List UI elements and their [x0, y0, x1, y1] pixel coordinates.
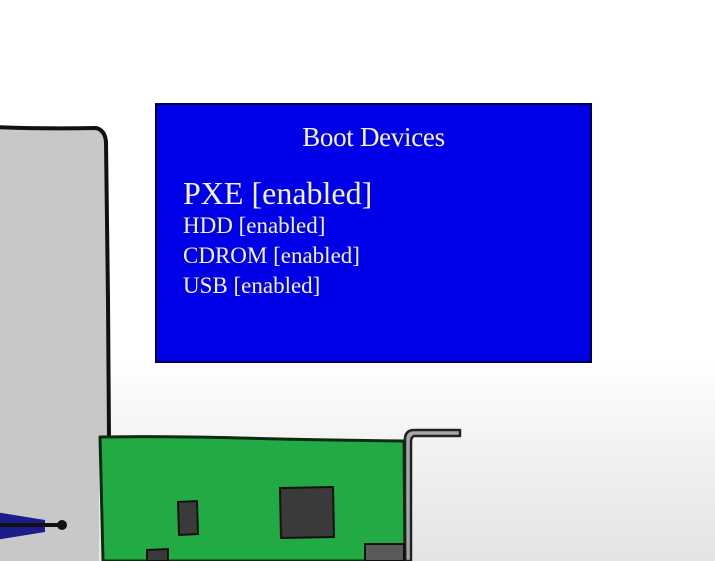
boot-device-cdrom[interactable]: CDROM [enabled]: [183, 243, 360, 268]
network-card-icon: [98, 435, 407, 561]
boot-devices-title: Boot Devices: [157, 122, 590, 153]
computer-case-icon: [0, 125, 111, 561]
boot-devices-screen: Boot Devices PXE [enabled] HDD [enabled]…: [155, 103, 592, 363]
boot-device-list: PXE [enabled] HDD [enabled] CDROM [enabl…: [183, 175, 372, 301]
boot-devices-title-text: Boot Devices: [302, 122, 445, 152]
boot-device-pxe[interactable]: PXE [enabled]: [183, 175, 373, 211]
network-cable-icon: [0, 512, 67, 540]
boot-device-hdd[interactable]: HDD [enabled]: [183, 213, 326, 238]
metal-bracket-icon: [403, 428, 462, 561]
boot-device-usb[interactable]: USB [enabled]: [183, 273, 321, 298]
